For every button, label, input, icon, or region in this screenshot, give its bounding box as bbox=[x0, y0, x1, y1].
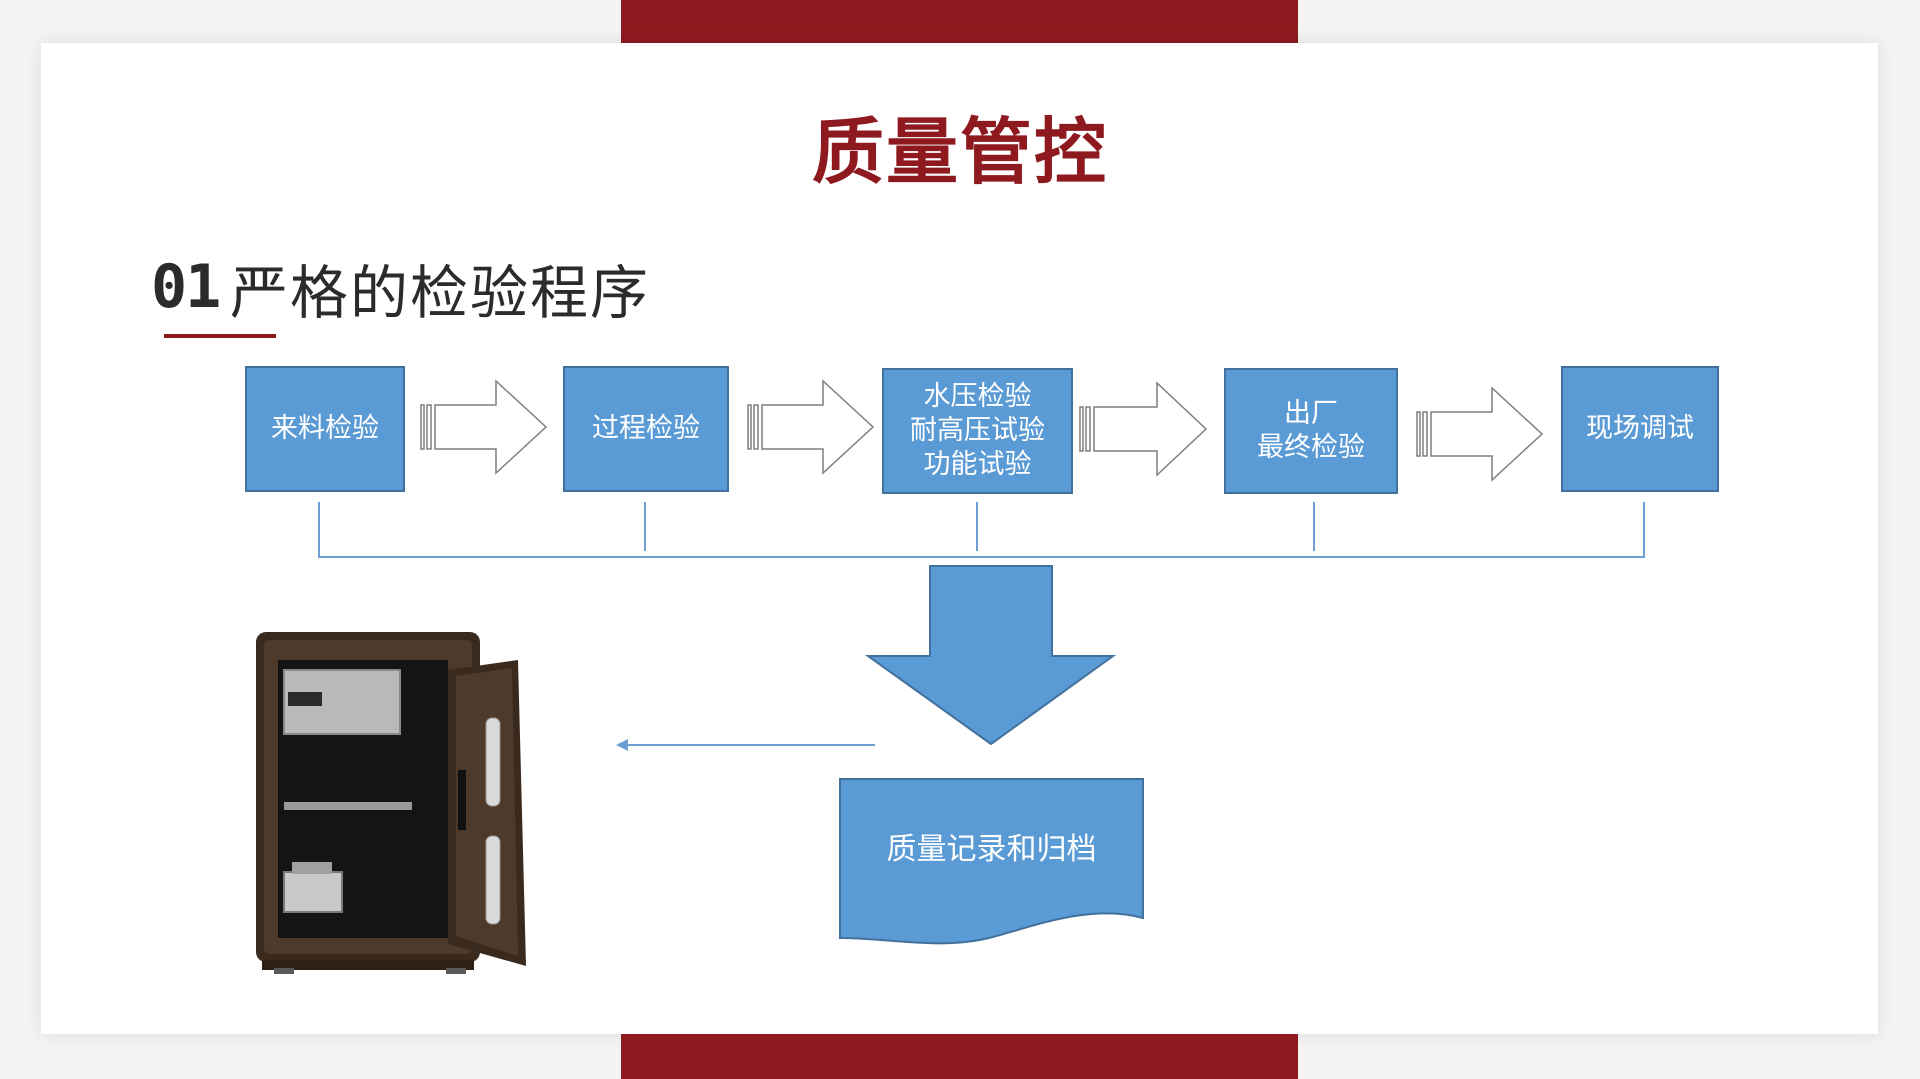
flow-arrow-icon bbox=[420, 379, 548, 475]
section-number: 01 bbox=[151, 252, 221, 322]
step-label-line-1: 水压检验 bbox=[923, 381, 1032, 412]
step-label: 现场调试 bbox=[1586, 413, 1694, 444]
document-shape bbox=[839, 778, 1144, 945]
flow-arrow-icon bbox=[1416, 386, 1544, 482]
step-site-commissioning: 现场调试 bbox=[1561, 366, 1719, 492]
flow-arrow-icon bbox=[1079, 381, 1208, 477]
quality-record-box: 质量记录和归档 bbox=[839, 778, 1144, 950]
page-title: 质量管控 bbox=[811, 110, 1108, 194]
step-process-inspection: 过程检验 bbox=[563, 366, 729, 492]
step-final-inspection: 出厂 最终检验 bbox=[1224, 368, 1398, 494]
section-title: 严格的检验程序 bbox=[230, 259, 651, 327]
flow-arrow-icon bbox=[747, 379, 875, 475]
collect-down-arrow-icon bbox=[864, 565, 1117, 746]
step-label: 过程检验 bbox=[592, 413, 700, 444]
section-underline bbox=[164, 334, 276, 338]
step-label-line-1: 出厂 bbox=[1284, 398, 1338, 429]
step-incoming-inspection: 来料检验 bbox=[245, 366, 405, 492]
record-label: 质量记录和归档 bbox=[886, 832, 1097, 867]
step-pressure-tests: 水压检验 耐高压试验 功能试验 bbox=[882, 368, 1073, 494]
back-arrow bbox=[616, 739, 875, 751]
step-label: 来料检验 bbox=[271, 413, 379, 444]
top-accent-band bbox=[621, 0, 1298, 43]
collector-lines bbox=[318, 502, 1645, 558]
safe-photo bbox=[256, 632, 526, 974]
step-label-line-2: 耐高压试验 bbox=[910, 415, 1045, 446]
bottom-accent-band bbox=[621, 1034, 1298, 1079]
step-label-line-2: 最终检验 bbox=[1257, 432, 1365, 463]
step-label-line-3: 功能试验 bbox=[923, 449, 1032, 480]
